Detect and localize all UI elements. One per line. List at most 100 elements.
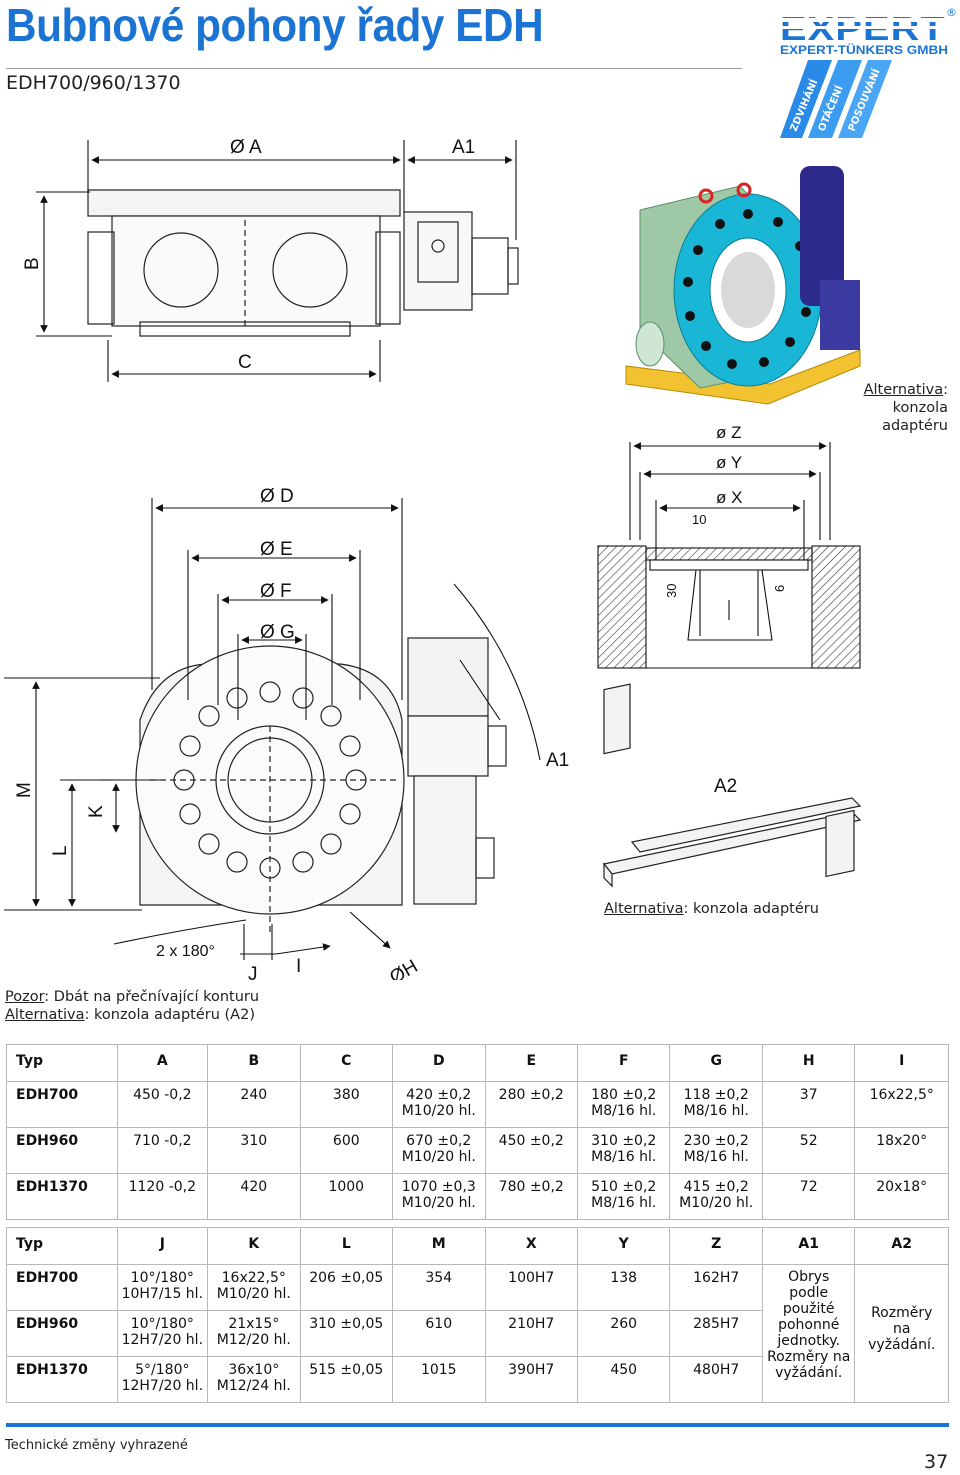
table-cell: 162H7 bbox=[669, 1264, 763, 1311]
table-cell: 37 bbox=[761, 1081, 856, 1128]
warning-notes: Pozor: Dbát na přečnívající konturu Alte… bbox=[5, 988, 259, 1024]
dim-label-M: M bbox=[14, 782, 35, 798]
table-2-header: Z bbox=[669, 1227, 763, 1265]
dim-label-10: 10 bbox=[692, 512, 706, 527]
table-cell: 415 ±0,2 M10/20 hl. bbox=[669, 1173, 763, 1220]
dim-label-L: L bbox=[50, 845, 71, 856]
footer-divider bbox=[6, 1423, 949, 1427]
warning-text: : Dbát na přečnívající konturu bbox=[44, 989, 260, 1005]
dim-label-dZ: ø Z bbox=[716, 423, 742, 442]
footer-text: Technické změny vyhrazené bbox=[5, 1438, 188, 1453]
table-cell: 450 ±0,2 bbox=[484, 1127, 578, 1174]
alternative-note-right-text1: : konzola bbox=[892, 382, 948, 416]
table-2-header: Y bbox=[576, 1227, 671, 1265]
dim-label-I: I bbox=[296, 956, 301, 977]
table-cell: 10°/180° 12H7/20 hl. bbox=[116, 1310, 209, 1357]
table-cell: 354 bbox=[392, 1264, 486, 1311]
logo-company: EXPERT-TÜNKERS GMBH bbox=[780, 42, 948, 57]
table-cell: 450 bbox=[576, 1356, 671, 1403]
alternative-note-a2: Alternativa: konzola adaptéru bbox=[604, 900, 819, 918]
dim-label-dY: ø Y bbox=[716, 453, 742, 472]
table-2-header: X bbox=[484, 1227, 578, 1265]
table-cell: 138 bbox=[576, 1264, 671, 1311]
dim-label-dX: ø X bbox=[716, 488, 742, 507]
table-cell: EDH1370 bbox=[6, 1356, 118, 1403]
table-1-header: A bbox=[116, 1044, 209, 1082]
table-cell: 36x10° M12/24 hl. bbox=[207, 1356, 301, 1403]
table-cell: 310 ±0,2 M8/16 hl. bbox=[576, 1127, 671, 1174]
table-cell: 450 -0,2 bbox=[116, 1081, 209, 1128]
table-row: EDH960 10°/180° 12H7/20 hl. 21x15° M12/2… bbox=[6, 1310, 949, 1357]
warning-label: Pozor bbox=[5, 989, 45, 1005]
top-view bbox=[87, 189, 519, 337]
dim-label-dG: Ø G bbox=[260, 622, 295, 643]
isometric-view bbox=[625, 166, 861, 405]
table-1-header-row: Typ A B C D E F G H I bbox=[6, 1044, 949, 1082]
table-cell: 420 ±0,2 M10/20 hl. bbox=[392, 1081, 486, 1128]
table-cell: 420 bbox=[207, 1173, 301, 1220]
table-cell: EDH700 bbox=[6, 1264, 118, 1311]
table-cell: 1070 ±0,3 M10/20 hl. bbox=[392, 1173, 486, 1220]
alternative-note-right-text2: adaptéru bbox=[882, 418, 948, 434]
dim-label-A1: A1 bbox=[452, 137, 475, 158]
isometric-bolt-ring bbox=[683, 209, 815, 369]
table-row: EDH700 10°/180° 10H7/15 hl. 16x22,5° M10… bbox=[6, 1264, 949, 1403]
table-1-header: G bbox=[669, 1044, 763, 1082]
table-1-header: I bbox=[854, 1044, 949, 1082]
table-cell: EDH700 bbox=[6, 1081, 118, 1128]
a1-note-cell: Obrys podle použité pohonné jednotky. Ro… bbox=[761, 1264, 856, 1403]
dim-label-K: K bbox=[86, 805, 107, 818]
table-2-header: L bbox=[299, 1227, 394, 1265]
dim-label-A1-front: A1 bbox=[546, 750, 569, 771]
page-number: 37 bbox=[924, 1451, 949, 1473]
table-cell: 380 bbox=[299, 1081, 394, 1128]
table-cell: 16x22,5° bbox=[854, 1081, 949, 1128]
table-cell: 5°/180° 12H7/20 hl. bbox=[116, 1356, 209, 1403]
table-cell: 230 ±0,2 M8/16 hl. bbox=[669, 1127, 763, 1174]
table-row: EDH1370 5°/180° 12H7/20 hl. 36x10° M12/2… bbox=[6, 1356, 949, 1403]
table-cell: 240 bbox=[207, 1081, 301, 1128]
dim-label-dF: Ø F bbox=[260, 581, 292, 602]
table-1-header: B bbox=[207, 1044, 301, 1082]
table-1-header: F bbox=[576, 1044, 671, 1082]
table-cell: 20x18° bbox=[854, 1173, 949, 1220]
table-cell: 1120 -0,2 bbox=[116, 1173, 209, 1220]
table-1-header: E bbox=[484, 1044, 578, 1082]
table-2-header: M bbox=[392, 1227, 486, 1265]
table-1-header: H bbox=[761, 1044, 856, 1082]
section-view bbox=[597, 442, 861, 669]
a2-note-cell: Rozměry na vyžádání. bbox=[854, 1264, 949, 1403]
table-cell: EDH960 bbox=[6, 1310, 118, 1357]
alternative-note-right: Alternativa: konzola adaptéru bbox=[848, 381, 948, 435]
table-cell: 780 ±0,2 bbox=[484, 1173, 578, 1220]
table-2-header-row: Typ J K L M X Y Z A1 A2 bbox=[6, 1227, 949, 1265]
front-view bbox=[135, 637, 507, 934]
dim-label-A2: A2 bbox=[714, 776, 737, 797]
table-cell: 260 bbox=[576, 1310, 671, 1357]
adapter-bracket-a2 bbox=[602, 683, 862, 888]
title-divider bbox=[6, 68, 742, 69]
table-cell: 600 bbox=[299, 1127, 394, 1174]
dim-label-30: 30 bbox=[664, 584, 679, 598]
table-cell: 285H7 bbox=[669, 1310, 763, 1357]
expert-logo: ® EXPERT EXPERT-TÜNKERS GMBH ZDVIHÁNÍ OT… bbox=[780, 6, 957, 138]
alternative-text: : konzola adaptéru (A2) bbox=[84, 1007, 255, 1023]
alternative-note-a2-text: : konzola adaptéru bbox=[683, 901, 819, 917]
table-cell: 118 ±0,2 M8/16 hl. bbox=[669, 1081, 763, 1128]
table-cell: EDH960 bbox=[6, 1127, 118, 1174]
alternative-label: Alternativa bbox=[5, 1007, 85, 1023]
dim-label-6: 6 bbox=[772, 585, 787, 592]
page-title: Bubnové pohony řady EDH bbox=[6, 0, 544, 51]
table-cell: 280 ±0,2 bbox=[484, 1081, 578, 1128]
dimension-table-2: Typ J K L M X Y Z A1 A2 EDH700 10°/180° … bbox=[6, 1227, 949, 1403]
table-cell: 670 ±0,2 M10/20 hl. bbox=[392, 1127, 486, 1174]
top-view-dims bbox=[36, 140, 517, 382]
logo-registered: ® bbox=[946, 6, 957, 19]
table-cell: 21x15° M12/20 hl. bbox=[207, 1310, 301, 1357]
table-cell: 390H7 bbox=[484, 1356, 578, 1403]
technical-drawing: Ø A A1 B C bbox=[4, 137, 862, 980]
